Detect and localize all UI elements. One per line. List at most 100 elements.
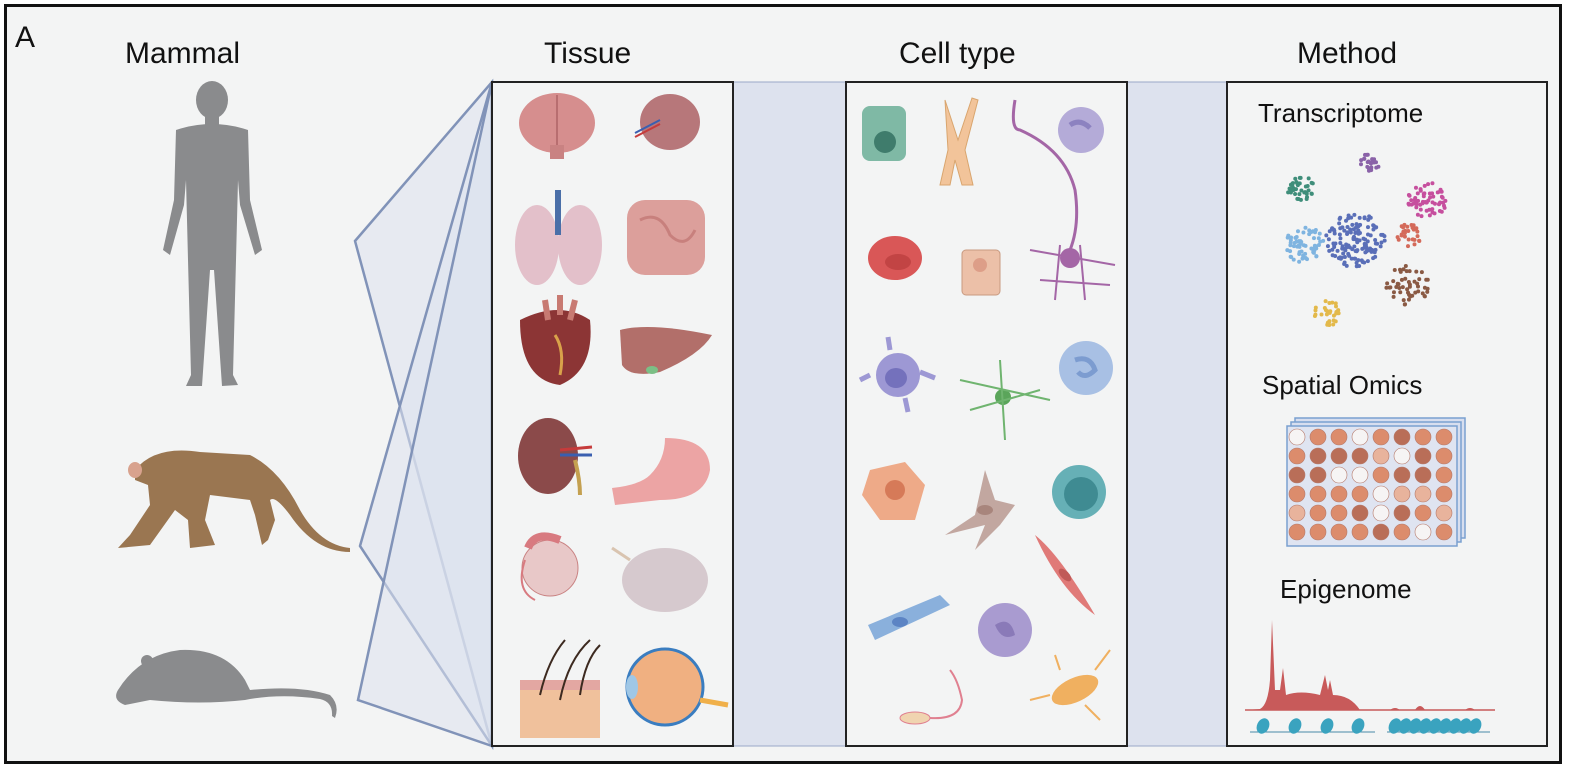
umap-point [1391, 294, 1396, 299]
umap-point [1286, 190, 1291, 195]
umap-point [1419, 270, 1424, 275]
spot [1435, 504, 1453, 522]
umap-point [1406, 290, 1411, 295]
umap-point [1353, 256, 1358, 261]
spot-array [1288, 428, 1453, 541]
spot [1330, 447, 1348, 465]
umap-point [1289, 188, 1294, 193]
nucleosome-icon [1388, 718, 1402, 734]
tissue-panel [491, 81, 734, 747]
umap-point [1418, 202, 1423, 207]
spot [1351, 447, 1369, 465]
umap-clusters-graphic [1285, 152, 1448, 327]
umap-point [1427, 213, 1432, 218]
spot [1288, 447, 1306, 465]
umap-point [1371, 256, 1376, 261]
spot [1372, 504, 1390, 522]
skin-icon [520, 639, 601, 738]
umap-point [1356, 231, 1361, 236]
umap-point [1322, 306, 1327, 311]
umap-point [1396, 282, 1401, 287]
hair-cell-icon [868, 595, 950, 640]
macrophage-icon [978, 603, 1032, 657]
cell-type-icons [858, 97, 1116, 725]
umap-point [1325, 309, 1330, 314]
umap-point [1337, 232, 1342, 237]
umap-point [1338, 240, 1343, 245]
method-panel [1226, 81, 1548, 747]
umap-point [1430, 191, 1435, 196]
umap-point [1403, 276, 1408, 281]
umap-point [1317, 231, 1322, 236]
nucleosome-icon [1438, 718, 1452, 734]
stomach-icon [612, 438, 710, 505]
umap-point [1415, 191, 1420, 196]
umap-point [1403, 263, 1408, 268]
umap-point [1346, 251, 1351, 256]
nucleosome-icon [1458, 718, 1472, 734]
spot [1372, 466, 1390, 484]
umap-point [1422, 191, 1427, 196]
umap-point [1417, 239, 1422, 244]
umap-point [1402, 234, 1407, 239]
neutrophil-icon [1058, 107, 1104, 153]
umap-point [1405, 244, 1410, 249]
fibroblast-icon [945, 470, 1015, 550]
spot [1435, 485, 1453, 503]
intestinal-cell-icon [961, 249, 1001, 296]
umap-point [1439, 194, 1444, 199]
umap-point [1392, 267, 1397, 272]
umap-point [1319, 312, 1324, 317]
umap-point [1366, 166, 1371, 171]
umap-point [1296, 243, 1301, 248]
umap-point [1374, 165, 1379, 170]
umap-point [1345, 224, 1350, 229]
spot [1351, 485, 1369, 503]
spot [1372, 485, 1390, 503]
umap-point [1295, 229, 1300, 234]
spot [1435, 466, 1453, 484]
umap-point [1301, 230, 1306, 235]
umap-point [1413, 185, 1418, 190]
umap-point [1309, 246, 1314, 251]
umap-point [1430, 181, 1435, 186]
umap-point [1342, 255, 1347, 260]
cluster-blue [1324, 212, 1387, 269]
umap-point [1432, 211, 1437, 216]
umap-point [1326, 237, 1331, 242]
umap-point [1356, 258, 1361, 263]
umap-point [1411, 201, 1416, 206]
umap-point [1414, 269, 1419, 274]
umap-point [1424, 208, 1429, 213]
cardiomyocyte-icon [939, 97, 979, 186]
umap-point [1306, 176, 1311, 181]
umap-point [1351, 227, 1356, 232]
umap-point [1415, 234, 1420, 239]
umap-point [1303, 251, 1308, 256]
nucleosome-icon [1418, 718, 1432, 734]
epithelial-cell-icon [862, 106, 906, 161]
cell-to-method-band [1126, 81, 1228, 747]
umap-point [1357, 263, 1362, 268]
umap-point [1412, 237, 1417, 242]
spot [1309, 485, 1327, 503]
umap-point [1297, 252, 1302, 257]
umap-point [1417, 277, 1422, 282]
nucleosome-icon [1320, 718, 1334, 734]
umap-point [1305, 184, 1310, 189]
umap-point [1414, 205, 1419, 210]
umap-point [1354, 222, 1359, 227]
nucleosome-icon [1428, 718, 1442, 734]
umap-point [1371, 227, 1376, 232]
umap-point [1340, 246, 1345, 251]
spot [1435, 447, 1453, 465]
umap-point [1410, 293, 1415, 298]
umap-point [1400, 285, 1405, 290]
umap-point [1289, 255, 1294, 260]
spot [1330, 523, 1348, 541]
umap-point [1404, 269, 1409, 274]
umap-point [1291, 257, 1296, 262]
umap-point [1391, 290, 1396, 295]
umap-point [1402, 302, 1407, 307]
umap-point [1342, 228, 1347, 233]
